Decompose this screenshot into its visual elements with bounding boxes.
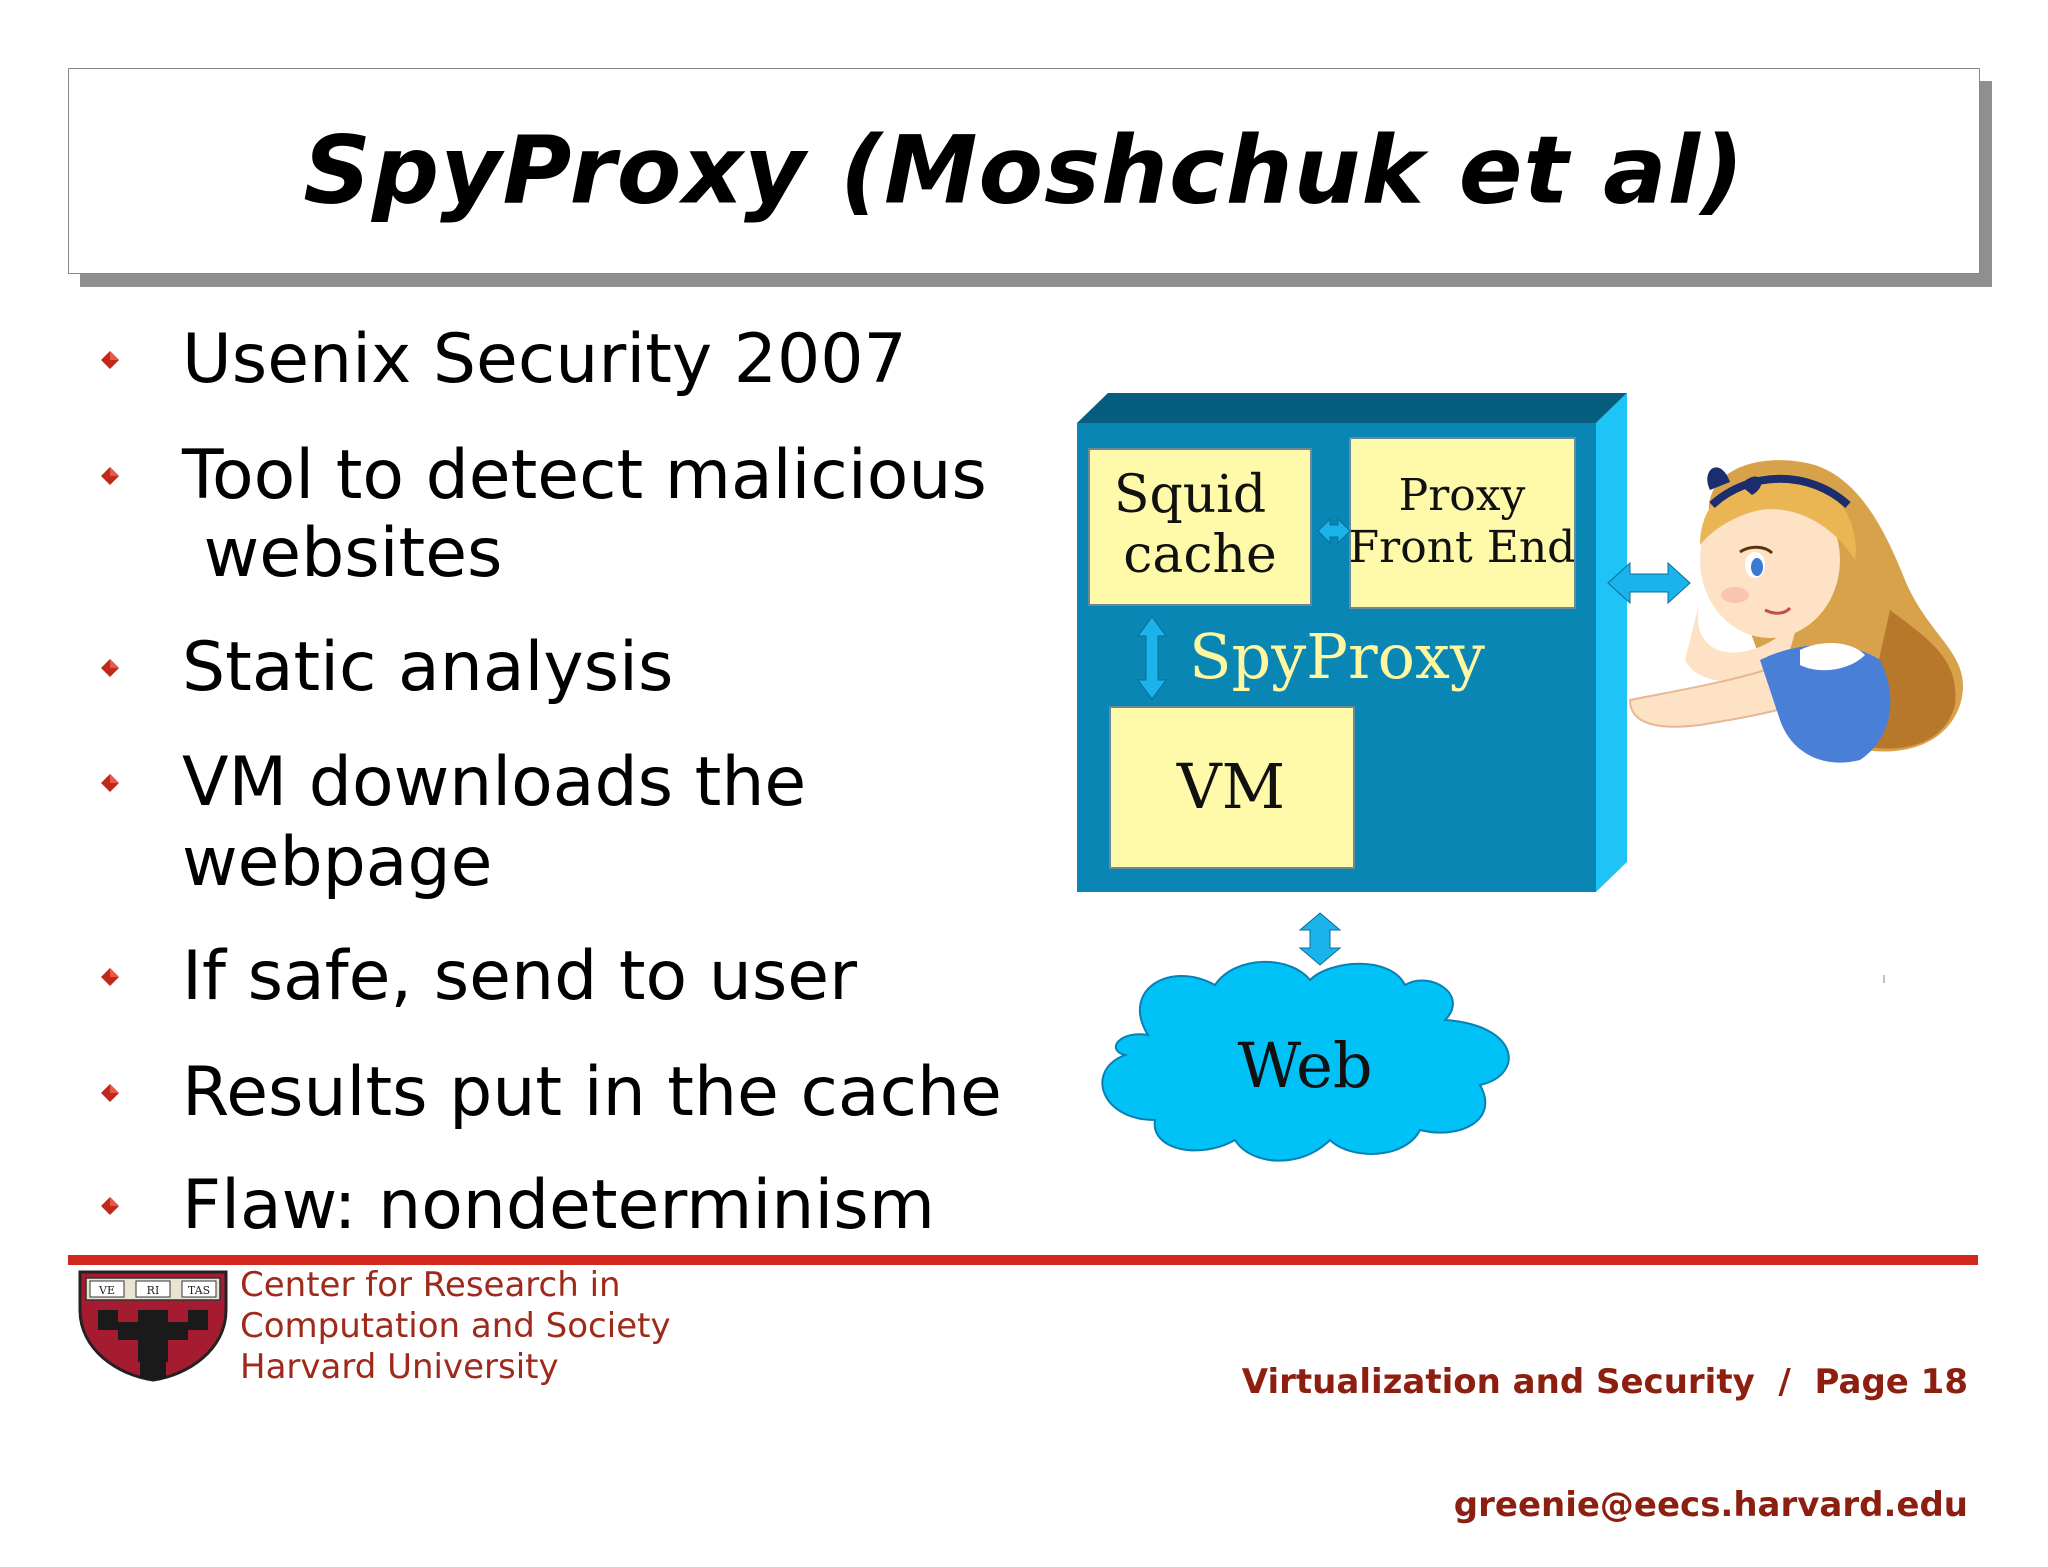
title-box: SpyProxy (Moshchuk et al) <box>68 68 1980 274</box>
crest-text-ve: VE <box>98 1284 115 1297</box>
box-side-face <box>1596 393 1627 892</box>
bullet-text: Tool to detect malicious <box>182 436 987 515</box>
squid-cache-box <box>1088 448 1312 606</box>
bullet-text: Static analysis <box>182 628 674 707</box>
harvard-crest-icon: VE RI TAS <box>78 1270 228 1382</box>
front-end-label: Front End <box>1349 522 1576 573</box>
cache-label: cache <box>1123 525 1277 585</box>
bullet-icon <box>101 968 119 986</box>
center-line-3: Harvard University <box>240 1347 559 1387</box>
author-email: greenie@eecs.harvard.edu <box>1453 1485 1968 1525</box>
squid-vm-arrow-icon <box>1137 616 1167 700</box>
bullet-icon <box>101 467 119 485</box>
box-web-arrow-icon <box>1298 912 1342 966</box>
spyproxy-diagram: Squid cache Proxy Front End SpyProxy VM … <box>1077 393 1963 1162</box>
bullet-icon <box>101 1197 119 1215</box>
bullet-icon <box>101 774 119 792</box>
center-name: Center for Research in Computation and S… <box>240 1265 671 1388</box>
squid-label: Squid <box>1114 465 1266 525</box>
vm-label: VM <box>1176 750 1285 823</box>
bullet-icon <box>101 351 119 369</box>
center-line-2: Computation and Society <box>240 1306 671 1346</box>
spyproxy-label: SpyProxy <box>1189 620 1485 693</box>
crest-text-tas: TAS <box>188 1284 210 1297</box>
bullet-text: If safe, send to user <box>182 937 858 1016</box>
bullet-icon <box>101 659 119 677</box>
box-top-face <box>1077 393 1627 423</box>
proxy-front-end-box <box>1349 437 1576 609</box>
squid-proxy-arrow-icon <box>1317 517 1351 545</box>
user-cartoon-icon <box>1628 460 1963 763</box>
bullet-text-continued: websites <box>182 514 503 593</box>
web-label: Web <box>1237 1029 1372 1102</box>
bullet-text: Results put in the cache <box>182 1053 1002 1132</box>
center-line-1: Center for Research in <box>240 1265 621 1305</box>
box-user-arrow-icon <box>1607 561 1691 605</box>
bullet-text: Usenix Security 2007 <box>182 320 907 399</box>
footer-course-info: Virtualization and Security / Page 18 gr… <box>1242 1280 1968 1567</box>
course-page-label: Virtualization and Security / Page 18 <box>1241 1362 1968 1402</box>
bullet-icon <box>101 1084 119 1102</box>
bullet-text: VM downloads the <box>182 743 807 822</box>
bullet-text: Flaw: nondeterminism <box>182 1166 935 1245</box>
bullet-text-continued: webpage <box>182 823 493 902</box>
slide-title: SpyProxy (Moshchuk et al) <box>303 116 1745 226</box>
proxy-label: Proxy <box>1399 470 1526 521</box>
footer-divider <box>68 1255 1978 1265</box>
web-cloud <box>1101 960 1510 1162</box>
stray-mark <box>1883 975 1885 983</box>
crest-text-ri: RI <box>147 1284 160 1297</box>
vm-box <box>1109 706 1355 869</box>
